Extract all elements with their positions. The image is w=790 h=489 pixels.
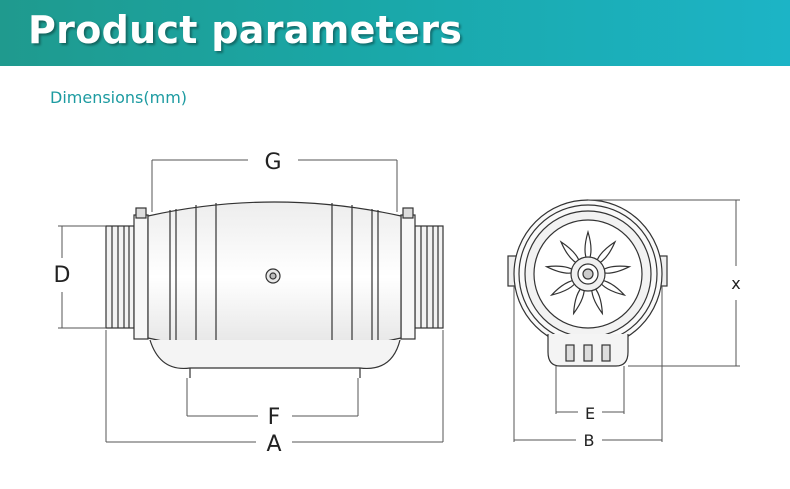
label-d: D xyxy=(54,263,71,288)
label-f: F xyxy=(268,405,281,430)
front-dimension-lines xyxy=(513,199,740,442)
fan-front-view-icon xyxy=(507,199,668,367)
fan-side-view-icon xyxy=(105,201,444,378)
page-title: Product parameters xyxy=(28,8,463,52)
label-g: G xyxy=(264,150,281,175)
side-dimension-lines xyxy=(58,159,444,443)
page-header: Product parameters xyxy=(0,0,790,66)
section-title: Dimensions(mm) xyxy=(50,88,188,107)
label-a: A xyxy=(266,432,281,457)
label-b: B xyxy=(584,431,595,450)
label-e: E xyxy=(585,404,595,423)
label-x: x xyxy=(731,274,740,293)
